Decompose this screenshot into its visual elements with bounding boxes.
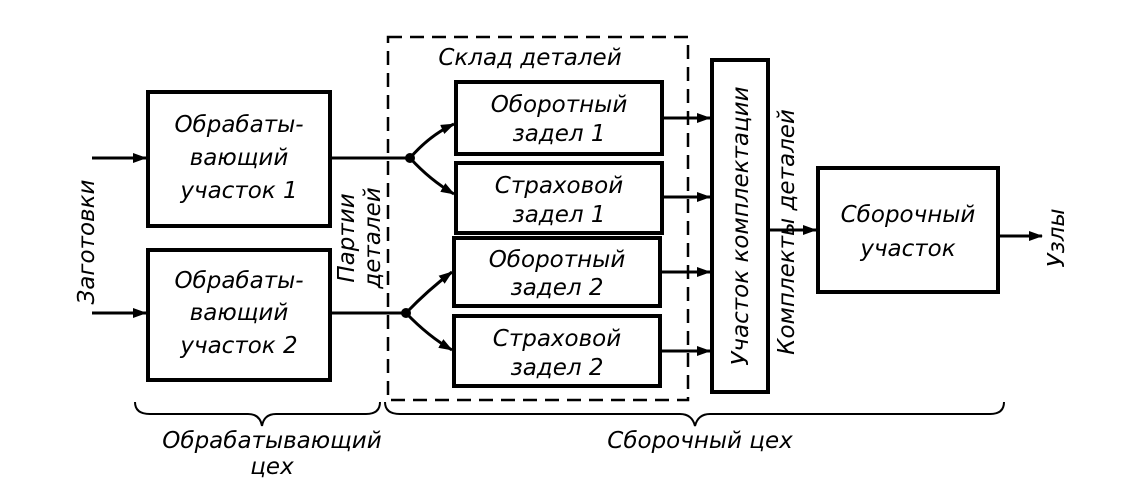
parts-warehouse-label: Склад деталей bbox=[438, 45, 621, 71]
parts-warehouse-boundary bbox=[386, 35, 690, 402]
machining-shop-brace bbox=[134, 401, 381, 427]
assembly-shop-brace bbox=[384, 401, 1005, 427]
assembly-area-box bbox=[816, 166, 1000, 294]
machining-shop-line-2: цех bbox=[250, 454, 294, 480]
kitting-area-box bbox=[710, 58, 770, 394]
machining-area-2-line-3: участок 2 bbox=[179, 333, 297, 359]
safety-stock-2-line-2: задел 2 bbox=[510, 355, 603, 381]
machining-area-1-line-3: участок 1 bbox=[179, 178, 297, 204]
machining-shop-line-1: Обрабатывающий bbox=[162, 428, 381, 454]
split-arrow-working-1 bbox=[408, 122, 455, 159]
assembly-shop-label: Сборочный цех bbox=[607, 428, 793, 454]
assembly-area-line-1: Сборочный bbox=[841, 202, 976, 228]
machining-area-2-line-2: вающий bbox=[190, 300, 289, 326]
working-stock-1-line-1: Оборотный bbox=[491, 92, 628, 118]
machining-area-1-line-1: Обрабаты- bbox=[174, 112, 303, 138]
split-arrow-safety-1 bbox=[408, 156, 455, 196]
batches-label-line-1: Партии bbox=[334, 193, 360, 282]
part-kits-label: Комплекты деталей bbox=[774, 109, 800, 355]
safety-stock-1-line-2: задел 1 bbox=[512, 202, 605, 228]
split-arrow-working-2 bbox=[404, 270, 453, 315]
working-stock-1-line-2: задел 1 bbox=[512, 121, 605, 147]
batches-label-line-2: деталей bbox=[360, 187, 386, 289]
machining-area-1-line-2: вающий bbox=[190, 145, 289, 171]
split-arrow-safety-2 bbox=[404, 311, 453, 352]
units-label: Узлы bbox=[1044, 208, 1070, 267]
machining-area-2-line-1: Обрабаты- bbox=[174, 268, 303, 294]
assembly-area-line-2: участок bbox=[859, 236, 955, 262]
working-stock-2-line-2: задел 2 bbox=[510, 275, 603, 301]
working-stock-2-line-1: Оборотный bbox=[489, 247, 626, 273]
kitting-area-label: Участок комплектации bbox=[728, 86, 754, 365]
safety-stock-2-line-1: Страховой bbox=[493, 326, 621, 352]
blanks-label: Заготовки bbox=[74, 180, 100, 305]
safety-stock-1-line-1: Страховой bbox=[495, 173, 623, 199]
machining-area-2-box bbox=[146, 248, 332, 382]
